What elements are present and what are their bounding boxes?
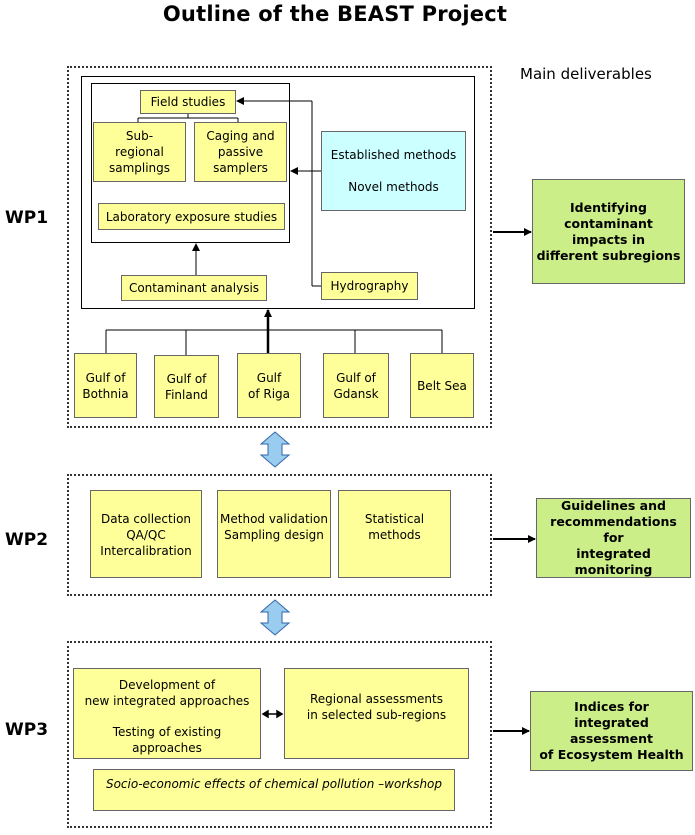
testing-text: Testing of existing approaches [112, 725, 222, 755]
wp2-deliverable-box: Guidelines and recommendations for integ… [536, 498, 691, 578]
diagram-title: Outline of the BEAST Project [162, 2, 508, 26]
region-gulf-of-bothnia: Gulf of Bothnia [74, 353, 137, 418]
regional-assessments-box: Regional assessments in selected sub-reg… [284, 668, 469, 759]
wp3-label: WP3 [5, 720, 49, 740]
main-deliverables-heading: Main deliverables [520, 65, 652, 83]
lab-exposure-box: Laboratory exposure studies [98, 203, 285, 230]
method-validation-box: Method validation Sampling design [217, 490, 331, 578]
development-text: Development of new integrated approaches [84, 678, 250, 708]
contaminant-analysis-box: Contaminant analysis [121, 275, 267, 301]
caging-passive-samplers-box: Caging and passive samplers [194, 122, 287, 182]
data-collection-box: Data collection QA/QC Intercalibration [90, 490, 202, 578]
wp1-wp2-double-arrow [259, 431, 291, 468]
established-methods-text: Established methods [330, 148, 457, 162]
wp1-label: WP1 [5, 208, 49, 228]
statistical-methods-box: Statistical methods [338, 490, 451, 578]
wp2-wp3-double-arrow [259, 599, 291, 636]
approaches-box: Development of new integrated approaches… [73, 668, 261, 759]
wp1-deliverable-box: Identifying contaminant impacts in diffe… [532, 179, 685, 284]
region-belt-sea: Belt Sea [410, 353, 474, 418]
region-gulf-of-riga: Gulf of Riga [237, 353, 301, 418]
region-gulf-of-gdansk: Gulf of Gdansk [323, 353, 389, 418]
subregional-samplings-box: Sub- regional samplings [93, 122, 186, 182]
methods-box: Established methods Novel methods [321, 131, 466, 211]
wp2-label: WP2 [5, 530, 49, 550]
hydrography-box: Hydrography [321, 272, 418, 300]
region-gulf-of-finland: Gulf of Finland [154, 355, 219, 418]
wp3-deliverable-box: Indices for integrated assessment of Eco… [530, 691, 693, 771]
socio-economic-workshop-box: Socio-economic effects of chemical pollu… [93, 769, 455, 811]
novel-methods-text: Novel methods [348, 180, 439, 194]
field-studies-box: Field studies [140, 90, 236, 114]
